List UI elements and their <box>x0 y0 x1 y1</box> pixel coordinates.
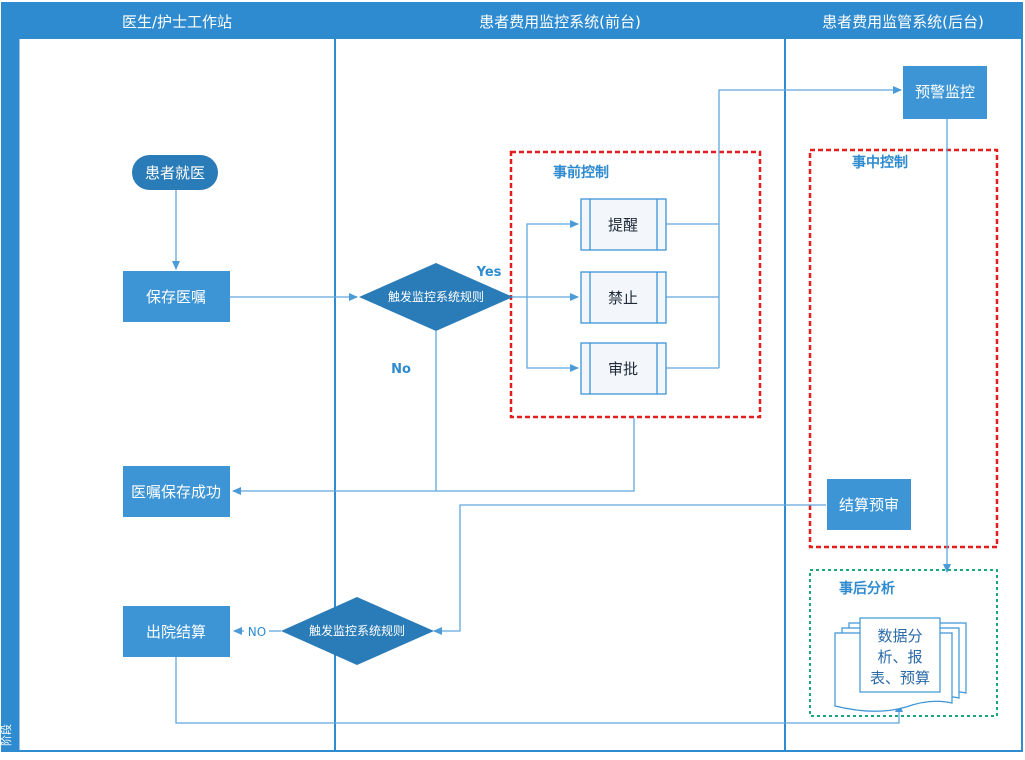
discharge-label: 出院结算 <box>146 623 206 641</box>
discharge-node[interactable]: 出院结算 <box>123 606 230 657</box>
mid-control-label: 事中控制 <box>852 154 908 171</box>
approve-label: 审批 <box>608 360 638 378</box>
forbid-label: 禁止 <box>608 289 638 307</box>
settlement-review-node[interactable]: 结算预审 <box>827 479 911 530</box>
trigger-rules-label-1: 触发监控系统规则 <box>388 289 484 304</box>
edge-review-to-trigger2 <box>433 504 826 635</box>
no-label: No <box>391 362 411 377</box>
order-saved-label: 医嘱保存成功 <box>131 483 221 501</box>
trigger-rules-decision-2[interactable]: 触发监控系统规则 <box>281 597 434 665</box>
data-analysis-line-2: 析、报 <box>877 648 922 666</box>
lane-header-bar <box>2 3 1022 39</box>
lane-title-backend: 患者费用监管系统(后台) <box>822 13 984 31</box>
forbid-node[interactable]: 禁止 <box>580 271 667 324</box>
post-analysis-label: 事后分析 <box>839 580 895 597</box>
yes-label: Yes <box>476 265 502 280</box>
trigger-rules-label-2: 触发监控系统规则 <box>309 623 405 638</box>
lane-title-frontend: 患者费用监控系统(前台) <box>479 13 641 31</box>
edge-split-to-remind <box>526 220 579 297</box>
no2-label: NO <box>248 625 266 639</box>
post-analysis-region <box>809 569 998 717</box>
remind-label: 提醒 <box>608 216 638 234</box>
stage-label: 阶段 <box>0 724 13 746</box>
mid-control-region <box>808 148 999 549</box>
edge-split-to-approve <box>526 297 579 372</box>
pre-control-region <box>509 150 762 419</box>
approve-node[interactable]: 审批 <box>580 342 667 395</box>
remind-node[interactable]: 提醒 <box>580 198 667 251</box>
order-saved-node[interactable]: 医嘱保存成功 <box>123 466 230 517</box>
trigger-rules-decision-1[interactable]: 触发监控系统规则 <box>359 263 513 331</box>
save-order-node[interactable]: 保存医嘱 <box>123 271 230 322</box>
data-analysis-line-1: 数据分 <box>877 627 922 645</box>
settlement-review-label: 结算预审 <box>839 496 899 514</box>
start-node[interactable]: 患者就医 <box>132 155 218 190</box>
start-label: 患者就医 <box>145 164 205 182</box>
data-analysis-document[interactable]: 数据分 析、报 表、预算 <box>834 617 967 712</box>
stage-column <box>2 39 19 751</box>
edge-to-alert-monitor <box>718 86 902 368</box>
edge-region-to-saved <box>232 418 635 495</box>
edge-discharge-to-analysis <box>175 657 903 724</box>
lane-title-doctor: 医生/护士工作站 <box>122 13 232 31</box>
pre-control-label: 事前控制 <box>553 164 609 181</box>
alert-monitor-label: 预警监控 <box>915 83 975 101</box>
save-order-label: 保存医嘱 <box>146 288 206 306</box>
data-analysis-line-3: 表、预算 <box>870 669 930 687</box>
alert-monitor-node[interactable]: 预警监控 <box>903 66 987 119</box>
